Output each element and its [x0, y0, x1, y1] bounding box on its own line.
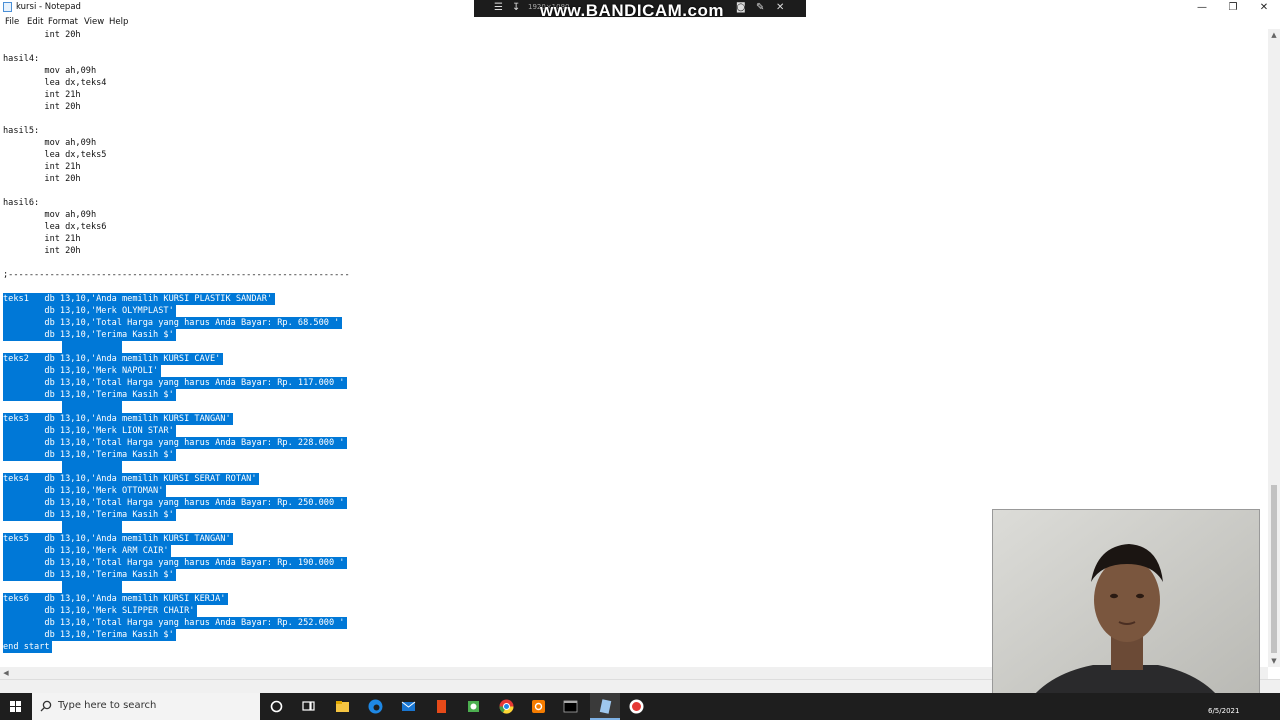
selected-code-line: teks5 db 13,10,'Anda memilih KURSI TANGA… — [3, 533, 233, 545]
code-line: mov ah,09h — [3, 210, 97, 220]
selected-code-line — [62, 581, 122, 593]
selected-code-line: teks4 db 13,10,'Anda memilih KURSI SERAT… — [3, 473, 259, 485]
chrome-icon[interactable] — [498, 698, 515, 715]
selected-code-line: db 13,10,'Merk NAPOLI' — [3, 365, 161, 377]
selected-code-line: db 13,10,'Terima Kasih $' — [3, 389, 176, 401]
code-line: int 20h — [3, 30, 81, 40]
taskbar: Type here to search 6/5/2021 — [0, 693, 1280, 720]
webcam-overlay — [992, 509, 1260, 709]
code-line: int 20h — [3, 174, 81, 184]
app-orange-icon[interactable] — [530, 698, 547, 715]
selected-code-line: db 13,10,'Total Harga yang harus Anda Ba… — [3, 377, 347, 389]
selected-code-line: db 13,10,'Merk SLIPPER CHAIR' — [3, 605, 197, 617]
file-explorer-icon[interactable] — [334, 698, 351, 715]
search-placeholder: Type here to search — [58, 700, 157, 711]
camera-icon[interactable]: ◙ — [736, 2, 746, 13]
recorder-watermark: www.BANDICAM.com — [540, 1, 724, 20]
selected-code-line: db 13,10,'Total Harga yang harus Anda Ba… — [3, 497, 347, 509]
selected-code-line: db 13,10,'Total Harga yang harus Anda Ba… — [3, 557, 347, 569]
selected-code-line: db 13,10,'Terima Kasih $' — [3, 329, 176, 341]
selected-code-line — [62, 401, 122, 413]
selected-code-line: db 13,10,'Terima Kasih $' — [3, 629, 176, 641]
code-line: int 20h — [3, 246, 81, 256]
taskbar-search[interactable]: Type here to search — [32, 693, 260, 720]
selected-code-line: db 13,10,'Merk OLYMPLAST' — [3, 305, 176, 317]
maximize-button[interactable]: ❐ — [1228, 2, 1238, 13]
menu-view[interactable]: View — [84, 17, 105, 27]
close-button[interactable]: ✕ — [1259, 2, 1269, 13]
selected-code-line — [62, 521, 122, 533]
selected-code-line: end start — [3, 641, 52, 653]
code-line: lea dx,teks6 — [3, 222, 107, 232]
status-bar — [0, 679, 1280, 694]
menu-help[interactable]: Help — [109, 17, 129, 27]
search-icon — [40, 700, 52, 712]
minimize-button[interactable]: — — [1197, 2, 1207, 13]
selected-code-line: db 13,10,'Terima Kasih $' — [3, 509, 176, 521]
text-editor[interactable]: int 20h hasil4: mov ah,09h lea dx,teks4 i… — [0, 29, 1268, 667]
selected-code-line: db 13,10,'Total Harga yang harus Anda Ba… — [3, 437, 347, 449]
menu-bar: File Edit Format View Help — [0, 15, 1280, 29]
windows-icon — [10, 701, 21, 712]
selected-code-line — [62, 461, 122, 473]
code-line: int 21h — [3, 234, 81, 244]
selected-code-line: db 13,10,'Merk OTTOMAN' — [3, 485, 166, 497]
selected-code-line: teks1 db 13,10,'Anda memilih KURSI PLAST… — [3, 293, 275, 305]
selected-code-line — [62, 341, 122, 353]
selected-code-line: teks2 db 13,10,'Anda memilih KURSI CAVE' — [3, 353, 223, 365]
selected-code-line: db 13,10,'Total Harga yang harus Anda Ba… — [3, 317, 342, 329]
code-line: mov ah,09h — [3, 138, 97, 148]
selected-code-line: db 13,10,'Merk ARM CAIR' — [3, 545, 171, 557]
code-line: ;---------------------------------------… — [3, 270, 350, 280]
menu-file[interactable]: File — [5, 17, 20, 27]
notepad-taskbar-icon — [599, 699, 612, 714]
code-line: lea dx,teks5 — [3, 150, 107, 160]
scroll-thumb[interactable] — [1271, 485, 1277, 653]
cortana-icon[interactable] — [268, 698, 285, 715]
selected-code-line: teks3 db 13,10,'Anda memilih KURSI TANGA… — [3, 413, 233, 425]
pencil-icon[interactable]: ✎ — [756, 2, 765, 13]
selected-code-line: db 13,10,'Terima Kasih $' — [3, 449, 176, 461]
code-line: hasil5: — [3, 126, 40, 136]
task-view-icon[interactable] — [300, 698, 317, 715]
office-icon[interactable] — [433, 698, 450, 715]
start-button[interactable] — [0, 693, 32, 720]
code-line: int 21h — [3, 162, 81, 172]
code-line: hasil6: — [3, 198, 40, 208]
horizontal-scrollbar[interactable]: ◀ — [0, 667, 1268, 679]
bandicam-icon[interactable] — [465, 698, 482, 715]
code-line: hasil4: — [3, 54, 40, 64]
selected-code-line: db 13,10,'Terima Kasih $' — [3, 569, 176, 581]
menu-edit[interactable]: Edit — [27, 17, 44, 27]
pin-icon[interactable]: ↧ — [512, 2, 521, 13]
code-line: int 20h — [3, 102, 81, 112]
scroll-down-icon[interactable]: ▼ — [1271, 657, 1277, 665]
scroll-left-icon[interactable]: ◀ — [3, 669, 9, 677]
recorder-resolution: 1920×1080 — [528, 3, 570, 11]
taskbar-notepad-active[interactable] — [590, 693, 620, 720]
selected-code-line: teks6 db 13,10,'Anda memilih KURSI KERJA… — [3, 593, 228, 605]
menu-format[interactable]: Format — [48, 17, 78, 27]
edge-icon[interactable] — [367, 698, 384, 715]
record-icon[interactable] — [628, 698, 645, 715]
vertical-scrollbar[interactable]: ▲ ▼ — [1268, 29, 1280, 667]
tray-date: 6/5/2021 — [1208, 707, 1240, 715]
menu-icon[interactable]: ☰ — [494, 2, 503, 13]
selected-code-line: db 13,10,'Merk LION STAR' — [3, 425, 176, 437]
code-line: lea dx,teks4 — [3, 78, 107, 88]
recorder-close-icon[interactable]: ✕ — [776, 2, 785, 13]
scroll-up-icon[interactable]: ▲ — [1271, 31, 1277, 39]
selected-code-line: db 13,10,'Total Harga yang harus Anda Ba… — [3, 617, 347, 629]
code-line: mov ah,09h — [3, 66, 97, 76]
recorder-bar: ☰ ↧ 1920×1080 ◙ ✎ ✕ — [474, 0, 806, 17]
window-title: kursi - Notepad — [16, 2, 81, 12]
mail-icon[interactable] — [400, 698, 417, 715]
code-line: int 21h — [3, 90, 81, 100]
notepad-icon — [3, 2, 12, 12]
terminal-icon[interactable] — [562, 698, 579, 715]
